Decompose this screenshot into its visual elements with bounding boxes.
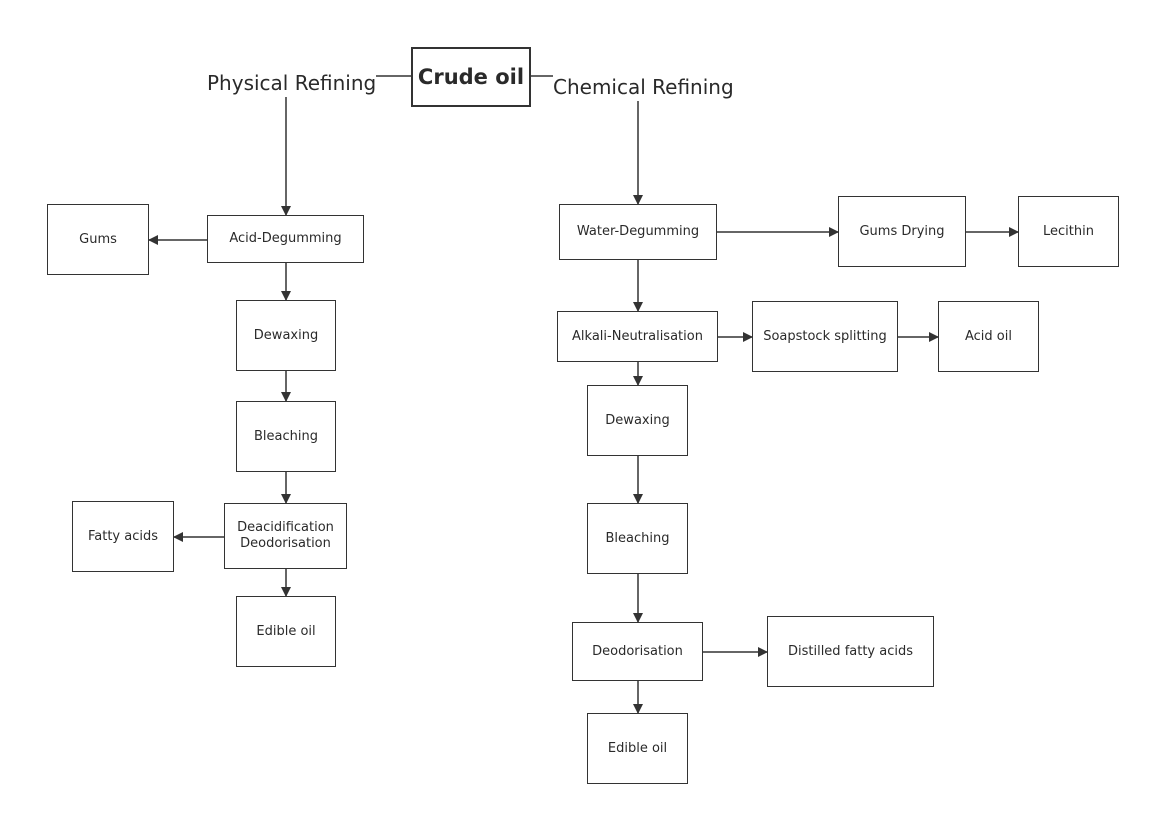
chemical-refining-label: Chemical Refining: [553, 75, 734, 99]
gums-node: Gums: [47, 204, 149, 275]
chemical-dewaxing-node: Dewaxing: [587, 385, 688, 456]
distilled-fatty-acids-node: Distilled fatty acids: [767, 616, 934, 687]
alkali-neutralisation-node: Alkali-Neutralisation: [557, 311, 718, 362]
acid-oil-node: Acid oil: [938, 301, 1039, 372]
physical-refining-label: Physical Refining: [207, 71, 377, 95]
deodorisation-node: Deodorisation: [572, 622, 703, 681]
lecithin-node: Lecithin: [1018, 196, 1119, 267]
fatty-acids-node: Fatty acids: [72, 501, 174, 572]
physical-dewaxing-node: Dewaxing: [236, 300, 336, 371]
physical-edible-oil-node: Edible oil: [236, 596, 336, 667]
physical-bleaching-node: Bleaching: [236, 401, 336, 472]
gums-drying-node: Gums Drying: [838, 196, 966, 267]
deacidification-deodorisation-node: Deacidification Deodorisation: [224, 503, 347, 569]
acid-degumming-node: Acid-Degumming: [207, 215, 364, 263]
chemical-edible-oil-node: Edible oil: [587, 713, 688, 784]
chemical-bleaching-node: Bleaching: [587, 503, 688, 574]
water-degumming-node: Water-Degumming: [559, 204, 717, 260]
crude-oil-node: Crude oil: [411, 47, 531, 107]
soapstock-splitting-node: Soapstock splitting: [752, 301, 898, 372]
